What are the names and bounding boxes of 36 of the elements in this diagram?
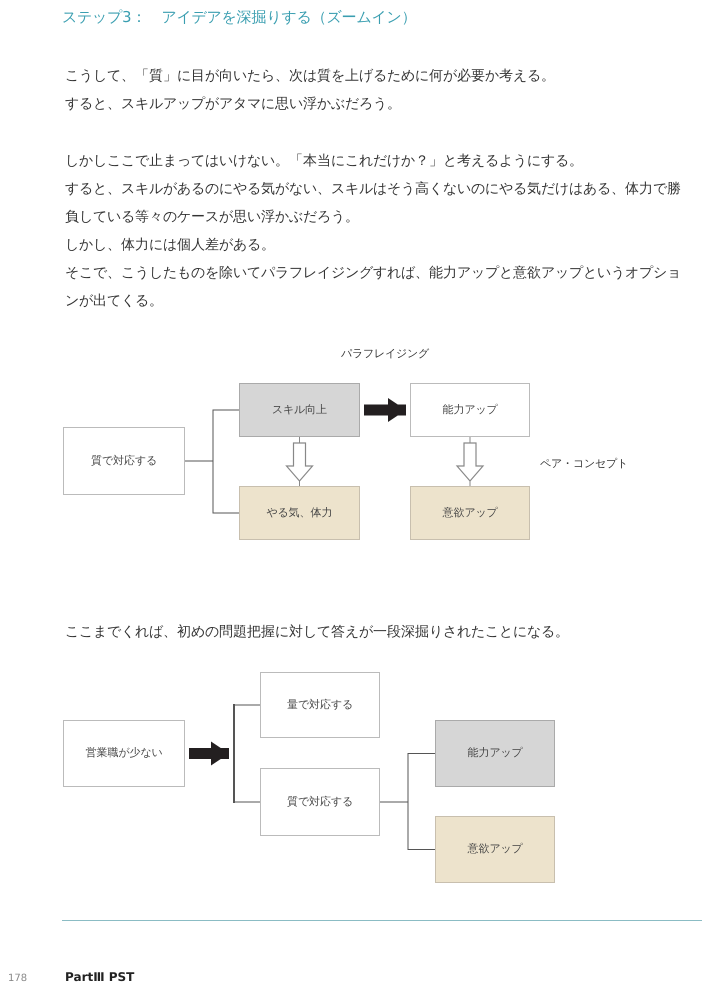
diagram-note: ペア・コンセプト bbox=[540, 456, 628, 472]
body-text: ここまでくれば、初めの問題把握に対して答えが一段深掘りされたことになる。 bbox=[65, 623, 569, 642]
arrow bbox=[364, 398, 406, 422]
process-box bbox=[260, 672, 380, 738]
section-title: ステップ3： アイデアを深掘りする（ズームイン） bbox=[62, 8, 417, 27]
body-text: しかし、体力には個人差がある。 bbox=[65, 236, 275, 255]
box-label: 質で対応する bbox=[287, 794, 353, 810]
box-label: 能力アップ bbox=[468, 745, 522, 762]
process-box bbox=[410, 486, 530, 540]
box-label: 意欲アップ bbox=[468, 841, 522, 858]
connector-line bbox=[234, 704, 260, 706]
body-text: そこで、こうしたものを除いてパラフレイジングすれば、能力アップと意欲アップというオプションが出てくる。 bbox=[65, 264, 682, 311]
box-label: 量で対応する bbox=[287, 696, 353, 713]
process-box bbox=[239, 383, 360, 437]
body-text: しかしここで止まってはいけない。「本当にこれだけか？」と考えるようにする。 bbox=[65, 152, 583, 171]
process-box bbox=[63, 720, 185, 787]
connector-line bbox=[184, 460, 240, 514]
box-label: やる気、体力 bbox=[266, 504, 332, 521]
running-footer: PartⅢ PST bbox=[65, 963, 134, 991]
process-box bbox=[435, 816, 555, 883]
box-label: 能力アップ bbox=[442, 402, 498, 418]
process-box bbox=[410, 383, 530, 437]
box-label: 意欲アップ bbox=[442, 504, 498, 521]
box-label: 営業職が少ない bbox=[86, 745, 162, 762]
box-label: スキル向上 bbox=[272, 402, 327, 418]
body-text: すると、スキルアップがアタマに思い浮かぶだろう。 bbox=[65, 95, 401, 114]
process-box bbox=[63, 427, 185, 495]
box-label: 質で対応する bbox=[91, 452, 157, 469]
process-box bbox=[239, 486, 360, 540]
page-number: 178 bbox=[8, 972, 28, 986]
body-text: こうして、「質」に目が向いたら、次は質を上げるために何が必要か考える。 bbox=[65, 67, 555, 86]
body-text: すると、スキルがあるのにやる気がない、スキルはそう高くないのにやる気だけはある、体力で勝負している等々のケースが思い浮かぶだろう。 bbox=[65, 180, 682, 227]
arrow bbox=[189, 742, 229, 766]
process-box bbox=[260, 768, 380, 836]
connector-line bbox=[380, 802, 436, 850]
process-box bbox=[435, 720, 555, 787]
